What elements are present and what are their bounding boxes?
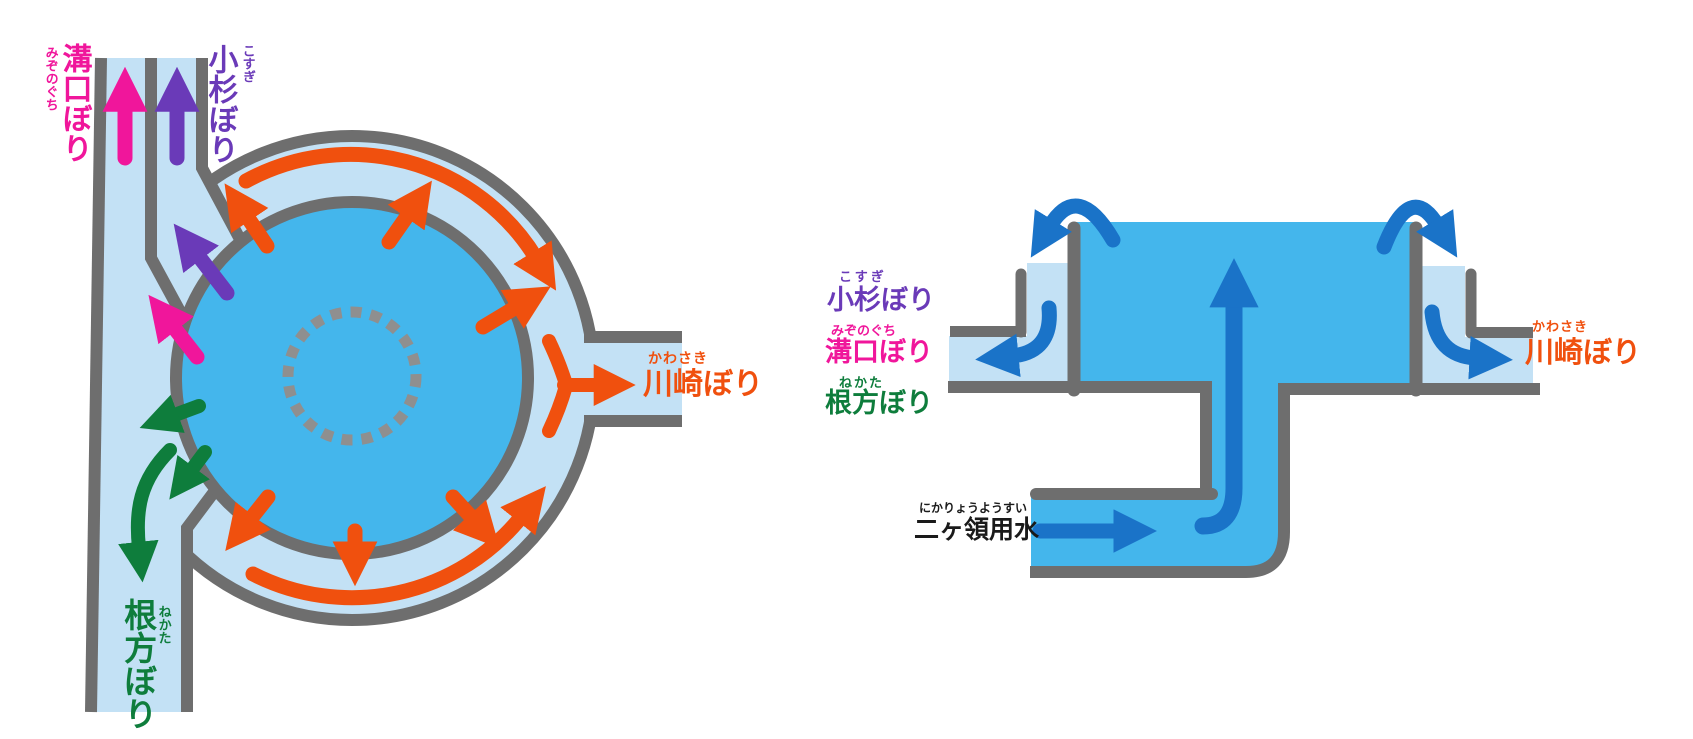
cross-section-walls — [948, 326, 1540, 500]
kawasaki-furigana: かわさき — [648, 351, 708, 367]
ring-flow-arc-top — [238, 146, 557, 291]
right-channel-exit-arrow — [1424, 304, 1513, 380]
nekata-label: 根方ぼり — [118, 598, 158, 730]
left-overflow-arc — [1030, 198, 1121, 258]
kawasaki-channel-top-wall — [584, 331, 682, 343]
right-ledge — [1471, 327, 1533, 338]
radial-arrow-se — [445, 489, 500, 549]
right-overflow-arc — [1376, 199, 1458, 258]
cross-kosugi-label: 小杉ぼり — [827, 285, 935, 316]
radial-arrow-n — [381, 180, 432, 250]
nekata-arrow-lower — [169, 445, 212, 500]
cross-section-divider — [948, 198, 1540, 578]
nekata-arrow-upper — [139, 394, 206, 433]
nikaryo-furigana: にかりょうようすい — [919, 501, 1028, 515]
tank-and-pipe-water — [1031, 222, 1416, 573]
cross-kawasaki-label: 川崎ぼり — [1525, 335, 1642, 369]
cross-kosugi-furigana: こすぎ — [839, 270, 887, 285]
left-channel-exit-arrow — [975, 300, 1057, 378]
supply-pipe-right-and-bottom-wall — [1030, 390, 1290, 578]
kosugi-flow-arrows — [154, 66, 235, 301]
kosugi-label: 小杉ぼり — [202, 44, 238, 164]
cross-nekata-furigana: ねかた — [839, 376, 885, 391]
radial-arrow-sw — [225, 489, 276, 551]
cross-kawasaki-furigana: かわさき — [1532, 320, 1589, 335]
center-inlet-dotted-circle — [282, 306, 422, 446]
cross-mizonokuchi-furigana: みぞのぐち — [831, 324, 897, 339]
mizonokuchi-furigana: みぞのぐち — [42, 46, 58, 111]
kawasaki-channel-bottom-wall — [584, 415, 682, 427]
mizonokuchi-label: 溝口ぼり — [56, 43, 92, 163]
left-ledge — [950, 326, 1026, 337]
left-channel-water — [89, 58, 199, 712]
kawasaki-label: 川崎ぼり — [643, 367, 763, 402]
mizonokuchi-junction-arrow — [148, 294, 205, 365]
cross-mizonokuchi-label: 溝口ぼり — [825, 337, 933, 368]
mizonokuchi-flow-arrows — [102, 66, 205, 365]
nekata-flow-arrows — [118, 394, 212, 583]
left-channel-left-wall — [85, 57, 107, 713]
right-floor-bar — [1278, 383, 1540, 395]
cross-section-flow-arrows — [975, 198, 1513, 553]
kosugi-junction-arrow — [173, 223, 235, 301]
riser-left-wall — [1200, 383, 1212, 500]
top-view-circular-divider — [85, 57, 682, 713]
radial-arrow-ne — [475, 286, 551, 335]
nekata-furigana: ねかた — [155, 605, 171, 644]
main-upwelling-arrow — [1194, 258, 1259, 535]
divider-basin-disk — [170, 196, 534, 560]
nikaryo-label: 二ヶ領用水 — [914, 515, 1040, 544]
nekata-arrow-long-curve — [118, 443, 177, 583]
radial-arrow-nw — [224, 183, 275, 254]
kawasaki-outlet-arrow — [542, 334, 636, 438]
cross-section-wall-strokes — [1015, 221, 1477, 578]
kosugi-furigana: こすぎ — [239, 44, 255, 83]
cross-nekata-label: 根方ぼり — [825, 388, 933, 419]
radial-overflow-arrows — [224, 180, 551, 587]
